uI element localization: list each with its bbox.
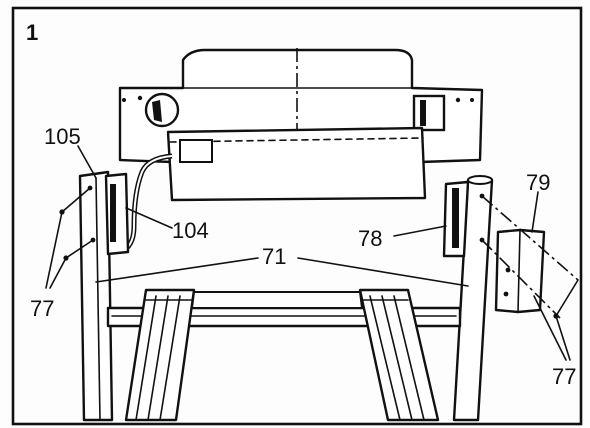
cover-shadow — [110, 184, 116, 242]
callout-79: 79 — [526, 170, 550, 195]
knob-shadow — [152, 100, 162, 122]
rail-line — [369, 295, 401, 421]
leader-79 — [531, 191, 539, 233]
figure-number: 1 — [26, 20, 38, 45]
hood-label-plate — [179, 139, 213, 163]
right-rail — [358, 288, 440, 422]
leader-77-right — [555, 315, 571, 361]
console-screw — [122, 98, 126, 102]
console-screw — [455, 97, 461, 103]
rail-line — [393, 295, 425, 421]
upright-top — [467, 175, 493, 185]
console-bracket-right — [412, 94, 446, 132]
rail-line — [147, 295, 169, 421]
console-screw — [137, 95, 143, 101]
frame-border — [11, 6, 583, 426]
screw-leader — [61, 187, 91, 213]
rail-line — [135, 295, 157, 421]
cover-hole — [505, 267, 511, 273]
leader-105 — [77, 145, 97, 179]
left-rail — [124, 288, 196, 422]
leader-104 — [125, 207, 173, 229]
callout-77-right: 77 — [552, 364, 576, 389]
cover-hole — [503, 291, 509, 297]
callout-104: 104 — [172, 218, 209, 243]
left-cover-105 — [104, 172, 130, 256]
rail-line — [159, 295, 181, 421]
leader-77-left — [45, 211, 63, 289]
callout-78: 78 — [358, 226, 382, 251]
leader-71-left — [95, 257, 259, 283]
console-knob-left — [144, 92, 180, 128]
leader-77-left — [49, 257, 67, 289]
rail-line — [381, 295, 413, 421]
console-screw — [470, 98, 474, 102]
motor-hood — [166, 126, 427, 202]
callout-77-left: 77 — [30, 296, 54, 321]
bracket-shadow — [420, 100, 426, 126]
leader-77-right — [533, 295, 567, 361]
left-upright-edge — [95, 177, 101, 421]
screw-leader — [65, 239, 94, 259]
hood-hidden-line — [169, 137, 424, 143]
wire-104-highlight — [123, 155, 173, 251]
callout-105: 105 — [44, 124, 81, 149]
left-upright — [78, 170, 114, 422]
bracket-78-shadow — [452, 188, 459, 248]
alignment-line — [481, 239, 561, 319]
callout-71: 71 — [262, 244, 286, 269]
cover-79-fold — [517, 229, 521, 313]
alignment-line — [481, 195, 579, 281]
wire-104 — [122, 153, 173, 253]
deck — [190, 291, 364, 309]
alignment-end — [555, 279, 579, 317]
leader-71-right — [297, 257, 469, 287]
leader-78 — [393, 225, 447, 237]
